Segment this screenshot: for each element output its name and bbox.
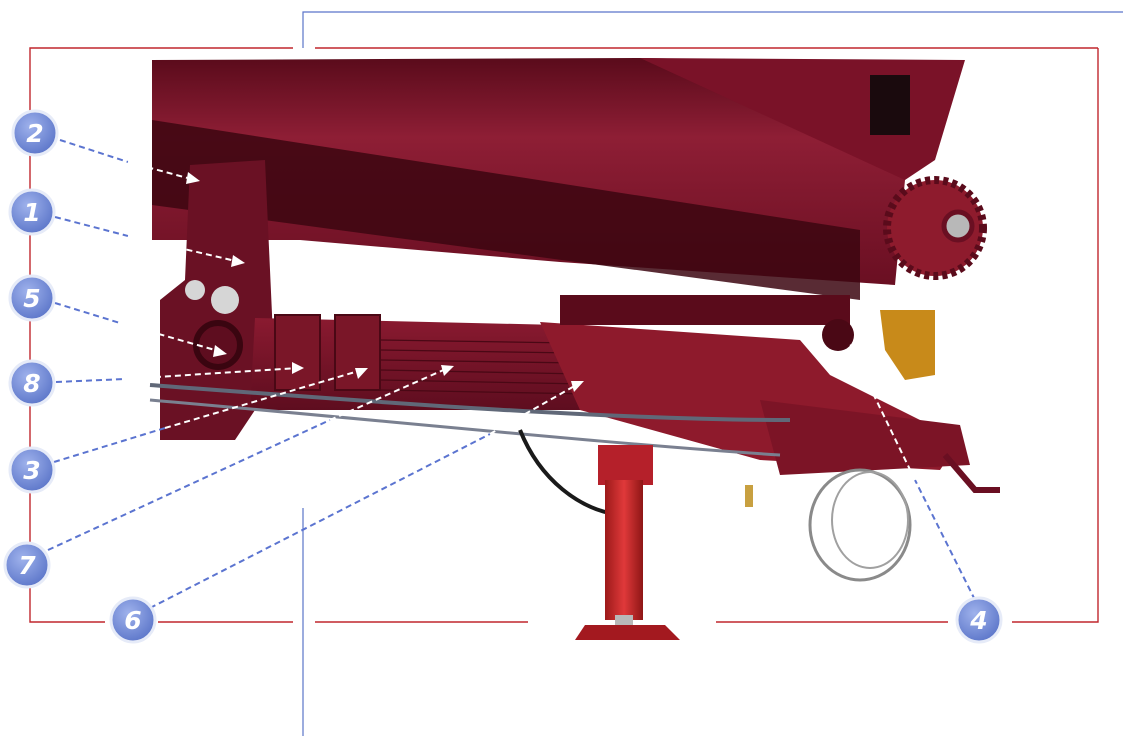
- callout-6: 6: [109, 596, 157, 644]
- hopper-window: [870, 75, 910, 135]
- callout-1-badge: [8, 188, 56, 236]
- callout-arrows: [47, 139, 976, 609]
- gear-hub: [941, 209, 975, 243]
- guide-frame: [29, 11, 1123, 736]
- tongue: [760, 400, 970, 475]
- arrow-5-white: [119, 322, 223, 353]
- arrowhead-4: [848, 344, 859, 358]
- callout-4-badge: [955, 596, 1003, 644]
- callout-2: 2: [11, 109, 59, 157]
- arrowhead-8: [292, 362, 304, 374]
- gear-wheel: [883, 176, 987, 280]
- brake-cable: [149, 383, 791, 422]
- callout-7-badge: [3, 541, 51, 589]
- arrowhead-7: [441, 365, 454, 376]
- arrowhead-2: [186, 172, 200, 184]
- callout-7: 7: [3, 541, 51, 589]
- arrow-6-blue: [149, 433, 491, 609]
- trailer-undercarriage-photo: [149, 58, 1000, 640]
- arrow-8-blue: [55, 378, 126, 383]
- callout-2-label: 2: [26, 119, 43, 148]
- arrowhead-6: [571, 381, 584, 392]
- arrowhead-1: [231, 255, 245, 267]
- arrow-5-blue: [54, 302, 121, 324]
- arrow-1-white: [127, 235, 241, 263]
- red-frame-right: [1012, 48, 1099, 623]
- jack-foot: [575, 625, 680, 640]
- callout-6-badge: [109, 596, 157, 644]
- callout-8: 8: [8, 359, 56, 407]
- callout-2-badge: [11, 109, 59, 157]
- beam-underside: [152, 120, 860, 300]
- callout-3-badge: [8, 446, 56, 494]
- brake-cable-2: [149, 398, 781, 457]
- arrowheads: [186, 172, 859, 392]
- coiled-cable-inner: [831, 471, 909, 569]
- red-frame-left: [29, 47, 293, 623]
- arrow-3-blue: [53, 427, 166, 463]
- arrowhead-5: [213, 345, 227, 357]
- arrow-2-blue: [59, 139, 129, 163]
- spring-eye: [193, 320, 243, 370]
- jack-top-bracket: [598, 445, 653, 485]
- hanger-hole-2: [185, 280, 205, 300]
- arrow-7-white: [329, 367, 449, 421]
- arrow-8-white: [124, 367, 299, 380]
- callout-5-label: 5: [23, 284, 40, 313]
- arrow-1-blue: [54, 216, 129, 237]
- callout-6-label: 6: [124, 606, 141, 635]
- callout-8-label: 8: [23, 369, 40, 398]
- callout-1-label: 1: [23, 198, 40, 227]
- jack-tube: [605, 480, 643, 620]
- callout-7-label: 7: [18, 551, 36, 580]
- arrow-4-blue: [914, 479, 976, 601]
- arrowhead-3: [355, 368, 368, 379]
- brass-fitting: [745, 485, 753, 507]
- callout-3-label: 3: [23, 456, 40, 485]
- hanger-hole-1: [211, 286, 239, 314]
- coiled-cable: [808, 468, 912, 582]
- spring-leaves: [379, 339, 589, 395]
- arrow-6-white: [489, 383, 579, 435]
- callout-8-badge: [8, 359, 56, 407]
- arrow-4-white: [851, 349, 916, 481]
- blue-guide-top: [302, 11, 1123, 48]
- callout-3: 3: [8, 446, 56, 494]
- u-bolt-clamp-1: [274, 314, 321, 391]
- callout-1: 1: [8, 188, 56, 236]
- arrow-3-white: [164, 369, 363, 429]
- axle-tube: [560, 295, 850, 325]
- axle-end: [822, 319, 854, 351]
- tongue-handle: [942, 453, 1000, 493]
- hydraulic-coupler: [880, 310, 935, 380]
- callout-4-label: 4: [969, 606, 987, 635]
- arrow-2-white: [127, 161, 196, 181]
- callout-5: 5: [8, 274, 56, 322]
- callout-5-badge: [8, 274, 56, 322]
- u-bolt-clamp-2: [334, 314, 381, 391]
- arrow-7-blue: [47, 419, 331, 551]
- callout-4: 4: [955, 596, 1003, 644]
